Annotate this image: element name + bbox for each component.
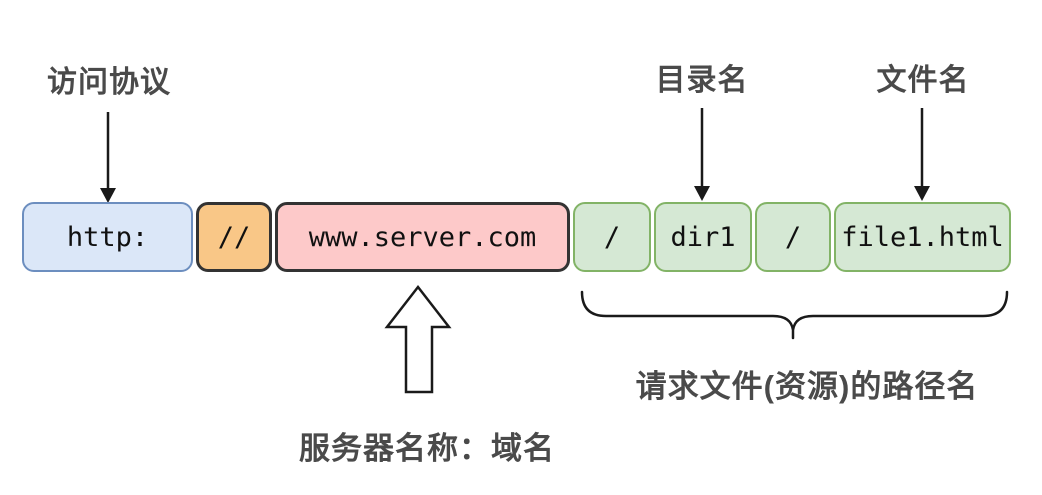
url-segment-filename: file1.html bbox=[834, 202, 1011, 272]
path-curly-brace-icon bbox=[580, 290, 1009, 340]
url-segment-protocol: http: bbox=[22, 202, 193, 272]
url-segment-directory: dir1 bbox=[654, 202, 752, 272]
filename-down-arrow-icon bbox=[914, 108, 930, 201]
url-segment-slash-2: / bbox=[755, 202, 831, 272]
url-segment-slashes: // bbox=[196, 202, 272, 272]
protocol-down-arrow-icon bbox=[100, 112, 116, 203]
url-segment-slash-1: / bbox=[573, 202, 651, 272]
protocol-label: 访问协议 bbox=[47, 66, 171, 99]
directory-down-arrow-icon bbox=[694, 108, 710, 201]
filename-label: 文件名 bbox=[876, 64, 970, 97]
directory-label: 目录名 bbox=[655, 64, 749, 97]
server-up-arrow-icon bbox=[384, 284, 452, 394]
url-segment-domain: www.server.com bbox=[275, 202, 570, 272]
path-name-label: 请求文件(资源)的路径名 bbox=[635, 369, 979, 404]
server-name-label: 服务器名称：域名 bbox=[299, 431, 555, 466]
